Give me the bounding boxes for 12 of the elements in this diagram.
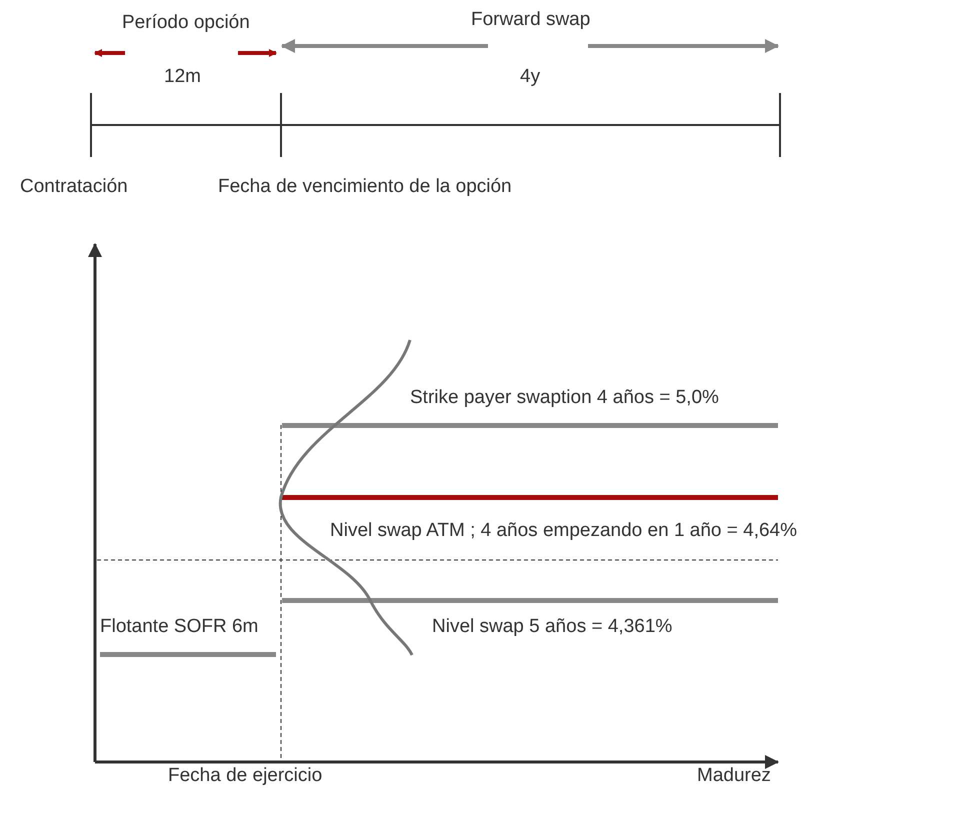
axis-label: Fecha de ejercicio <box>168 764 322 788</box>
forward-swap-label: Forward swap <box>471 8 590 32</box>
expiry-date-label: Fecha de vencimiento de la opción <box>218 175 512 199</box>
option-period-label: Período opción <box>122 11 250 35</box>
duration-label: 12m <box>164 65 201 89</box>
start-date-label: Contratación <box>20 175 128 199</box>
axis-label: Madurez <box>697 764 771 788</box>
floating-rate-label: Flotante SOFR 6m <box>100 615 258 639</box>
atm-swap-level-label: Nivel swap ATM ; 4 años empezando en 1 año = 4,64% <box>330 519 798 543</box>
swap-level-label: Nivel swap 5 años = 4,361% <box>432 615 672 639</box>
duration-label: 4y <box>520 65 540 89</box>
strike-level-label: Strike payer swaption 4 años = 5,0% <box>410 386 719 410</box>
